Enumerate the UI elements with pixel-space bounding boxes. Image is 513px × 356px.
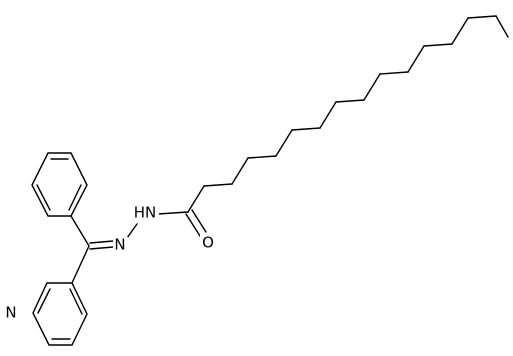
pyridine-nitrogen-label: N (5, 304, 16, 322)
hydrazide-nh-label: HN (134, 204, 157, 222)
chain-bond (275, 129, 293, 157)
hydrazine-bond (126, 223, 138, 239)
chain-bond (291, 127, 321, 131)
chain-bond (407, 45, 425, 73)
carbonyl-double-bond (191, 209, 207, 233)
phenyl-ring (31, 152, 88, 217)
imine-to-pyridyl-bond (71, 245, 90, 284)
chain-bond (379, 71, 409, 75)
oxygen-label: O (202, 234, 214, 252)
chain-bond (319, 101, 337, 129)
chain-bond (187, 185, 205, 213)
carbonyl-group (185, 209, 207, 237)
alkyl-chain (187, 15, 509, 213)
chain-bond (363, 73, 381, 101)
imine-to-phenyl-bond (70, 215, 90, 247)
carbonyl-double-bond (185, 213, 201, 237)
chain-bond (467, 15, 497, 19)
amide-bond (157, 211, 189, 215)
imine-nitrogen-label: N (114, 236, 125, 254)
chain-bond (231, 157, 249, 185)
chain-bond (495, 15, 509, 38)
pyridine-ring (32, 282, 88, 346)
imine-double-bond (89, 240, 114, 250)
chain-bond (335, 99, 365, 103)
chain-bond (423, 43, 453, 47)
chain-bond (247, 155, 277, 159)
chain-bond (203, 183, 233, 187)
chain-bond (451, 17, 469, 45)
